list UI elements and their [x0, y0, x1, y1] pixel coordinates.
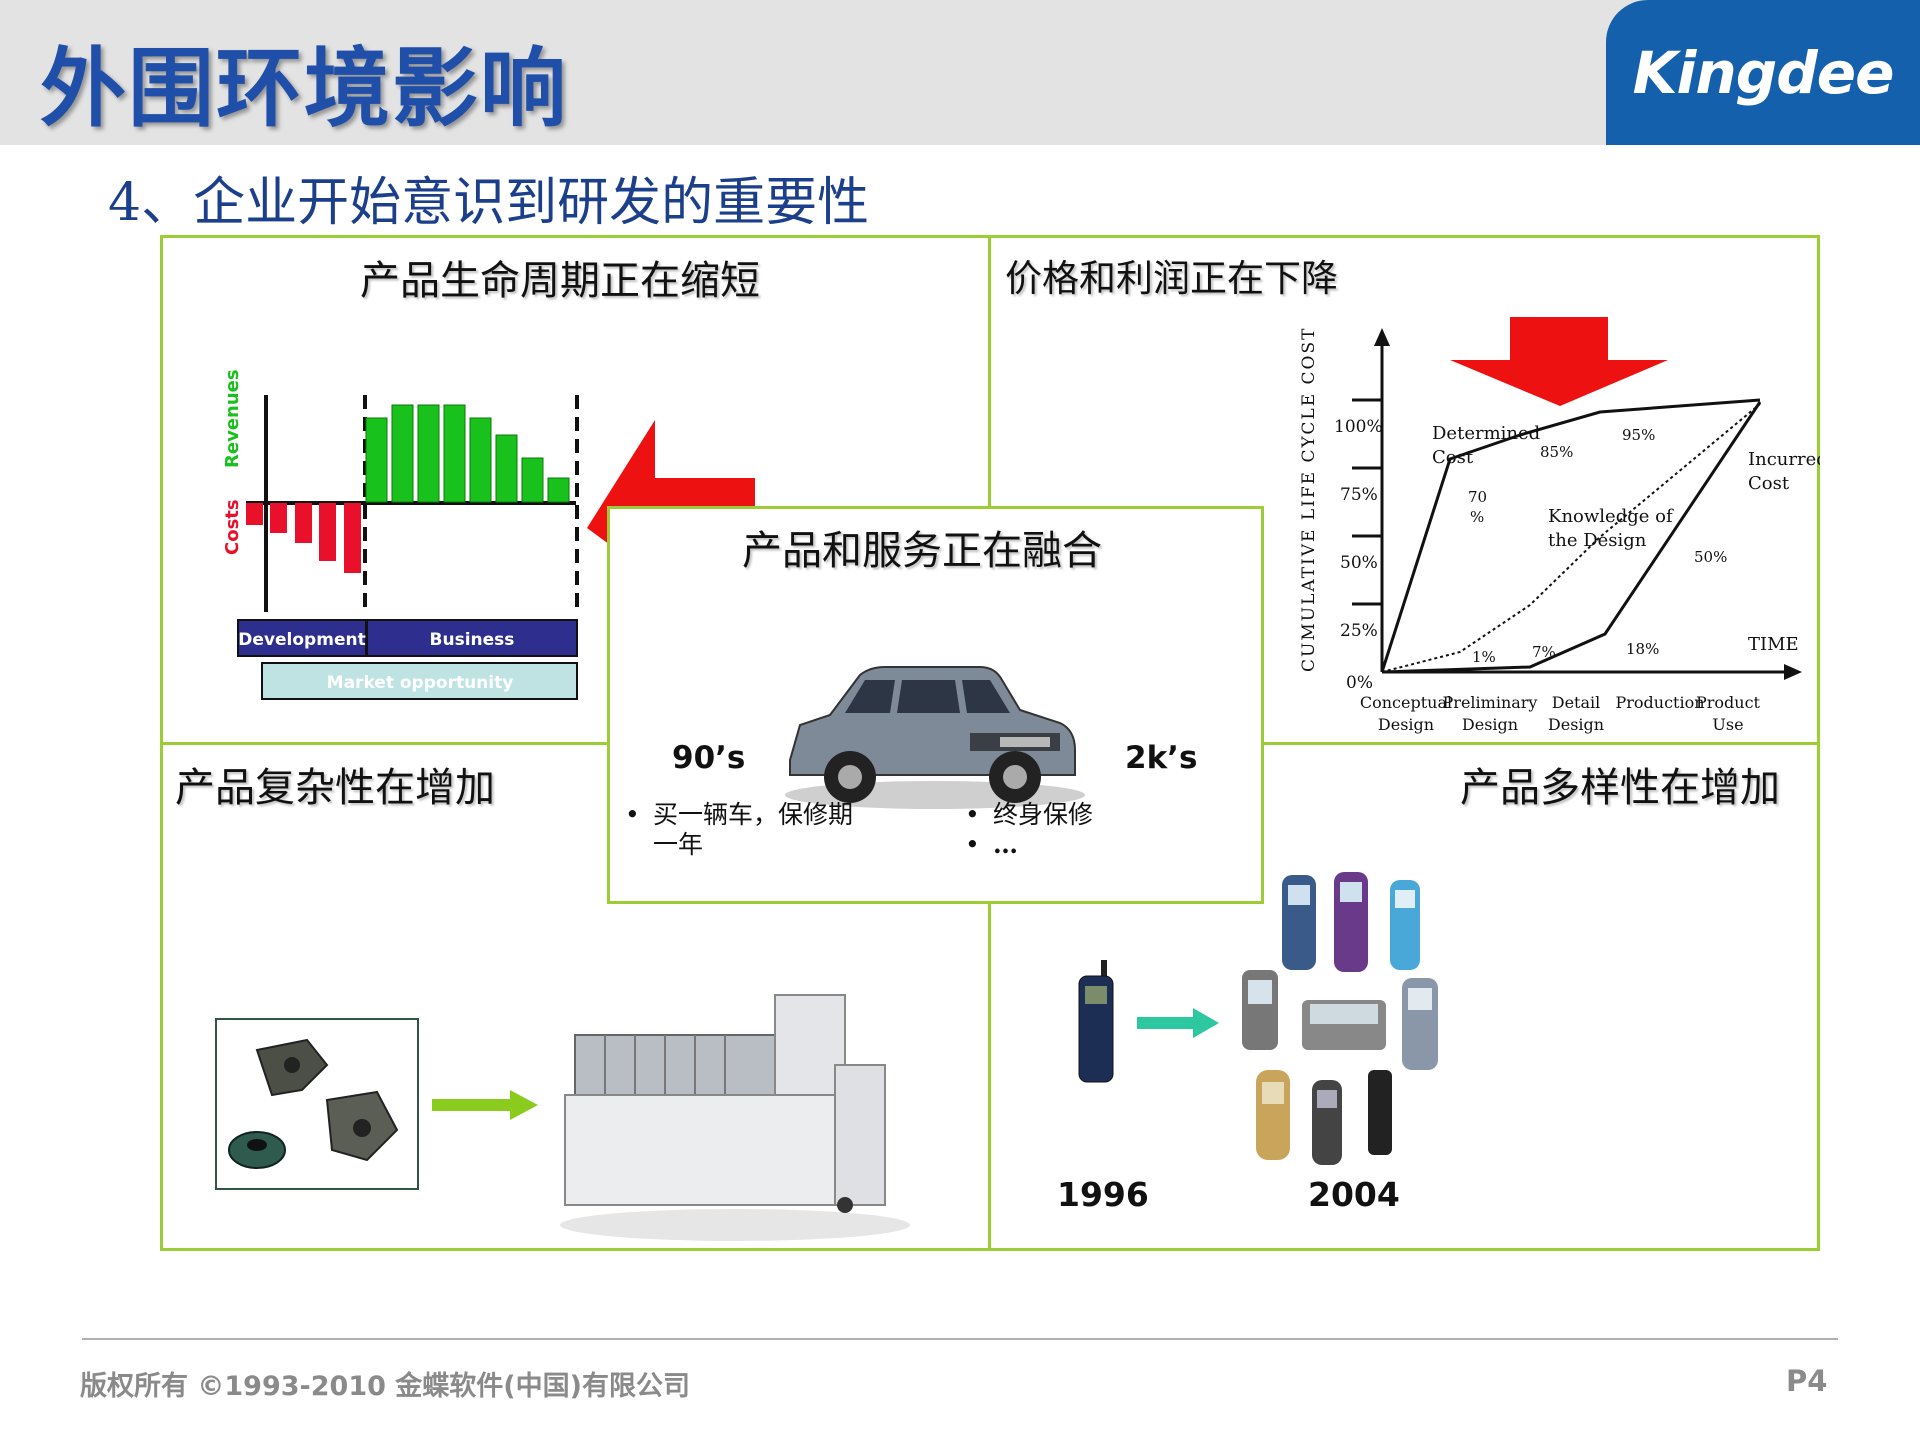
- slide-subtitle: 4、企业开始意识到研发的重要性: [108, 173, 870, 233]
- svg-text:Design: Design: [1462, 715, 1518, 734]
- era-90s-label: 90’s: [672, 740, 746, 776]
- year-2004-label: 2004: [1308, 1175, 1400, 1214]
- svg-text:Cost: Cost: [1432, 447, 1474, 468]
- cost-bar: [344, 503, 361, 573]
- svg-text:1%: 1%: [1472, 648, 1496, 666]
- svg-text:%: %: [1470, 508, 1484, 526]
- green-arrow-right-2: [1137, 1008, 1219, 1038]
- slide-title: 外围环境影响: [40, 39, 568, 139]
- svg-text:the Design: the Design: [1548, 530, 1647, 551]
- svg-text:18%: 18%: [1626, 640, 1659, 658]
- svg-text:Knowledge of: Knowledge of: [1548, 506, 1674, 527]
- revenue-bar: [391, 404, 414, 503]
- cost-bar: [270, 503, 287, 533]
- svg-text:75%: 75%: [1340, 485, 1378, 505]
- list-item: 买一辆车，保修期一年: [653, 800, 854, 859]
- svg-text:7%: 7%: [1532, 643, 1556, 661]
- cost-bar: [295, 503, 312, 543]
- svg-text:25%: 25%: [1340, 621, 1378, 641]
- quadrant-title-variety: 产品多样性在增加: [1460, 765, 1780, 811]
- svg-text:95%: 95%: [1622, 426, 1655, 444]
- list-item: …: [993, 830, 1018, 859]
- revenue-bar: [495, 434, 518, 503]
- right-bullet-list: • 终身保修 • …: [965, 800, 1094, 859]
- list-item: 终身保修: [993, 800, 1094, 829]
- revenues-label: Revenues: [222, 369, 243, 468]
- svg-text:Cost: Cost: [1748, 473, 1790, 494]
- quadrant-title-price: 价格和利润正在下降: [1005, 257, 1338, 300]
- cost-bar: [319, 503, 336, 561]
- revenue-bar: [547, 477, 570, 503]
- center-title: 产品和服务正在融合: [742, 528, 1102, 574]
- phone-1996-image: [1078, 960, 1114, 1083]
- green-arrow-right-1: [432, 1090, 538, 1120]
- footer-copyright: 版权所有 ©1993-2010 金蝶软件(中国)有限公司: [80, 1371, 690, 1402]
- footer-divider: [82, 1338, 1838, 1340]
- car-illustration: [785, 666, 1085, 809]
- y-axis-label: CUMULATIVE LIFE CYCLE COST: [1299, 327, 1319, 672]
- svg-text:Conceptual: Conceptual: [1360, 693, 1452, 712]
- x-axis-label: TIME: [1748, 634, 1799, 655]
- business-label: Business: [430, 630, 515, 650]
- quadrant-title-complexity: 产品复杂性在增加: [175, 765, 495, 811]
- revenue-bar: [417, 404, 440, 503]
- svg-text:Product: Product: [1696, 693, 1761, 712]
- svg-text:Preliminary: Preliminary: [1443, 693, 1538, 712]
- life-cycle-cost-chart: 100% 75% 50% 25% 0% CUMULATIVE LIFE CYCL…: [1299, 317, 1820, 734]
- svg-text:100%: 100%: [1334, 417, 1383, 437]
- panel-bottom-right: [988, 742, 1820, 1251]
- revenue-bar: [443, 404, 466, 503]
- revenue-bar: [365, 417, 388, 503]
- svg-text:50%: 50%: [1340, 553, 1378, 573]
- svg-text:70: 70: [1468, 488, 1487, 506]
- year-1996-label: 1996: [1057, 1175, 1149, 1214]
- quadrant-title-lifecycle: 产品生命周期正在缩短: [360, 258, 760, 304]
- revenue-bar: [521, 457, 544, 503]
- left-bullet-list: • 买一辆车，保修期一年: [625, 800, 885, 860]
- development-label: Development: [238, 630, 365, 650]
- red-arrow-down: [1450, 317, 1668, 406]
- auto-parts-image: [215, 1018, 419, 1190]
- era-2ks-label: 2k’s: [1125, 740, 1198, 776]
- revenue-bar: [469, 417, 492, 503]
- market-label: Market opportunity: [327, 673, 514, 693]
- costs-label: Costs: [222, 499, 243, 555]
- svg-text:Detail: Detail: [1552, 693, 1601, 712]
- page-number: P4: [1786, 1364, 1828, 1398]
- header-bar: [0, 0, 1920, 145]
- svg-text:Incurred: Incurred: [1748, 449, 1820, 470]
- lifecycle-chart: Revenues Costs Development Business Mark…: [222, 369, 579, 700]
- svg-text:85%: 85%: [1540, 443, 1573, 461]
- svg-text:Determined: Determined: [1432, 423, 1540, 444]
- phones-2004-image: [1242, 872, 1438, 1165]
- cost-bar: [246, 503, 263, 525]
- industrial-machine-image: [560, 994, 910, 1241]
- svg-text:50%: 50%: [1694, 548, 1727, 566]
- svg-text:Use: Use: [1712, 715, 1743, 734]
- svg-text:Design: Design: [1548, 715, 1604, 734]
- svg-text:Design: Design: [1378, 715, 1434, 734]
- svg-text:0%: 0%: [1346, 673, 1373, 693]
- svg-text:Production: Production: [1615, 693, 1704, 712]
- kingdee-logo: Kingdee: [1606, 0, 1920, 145]
